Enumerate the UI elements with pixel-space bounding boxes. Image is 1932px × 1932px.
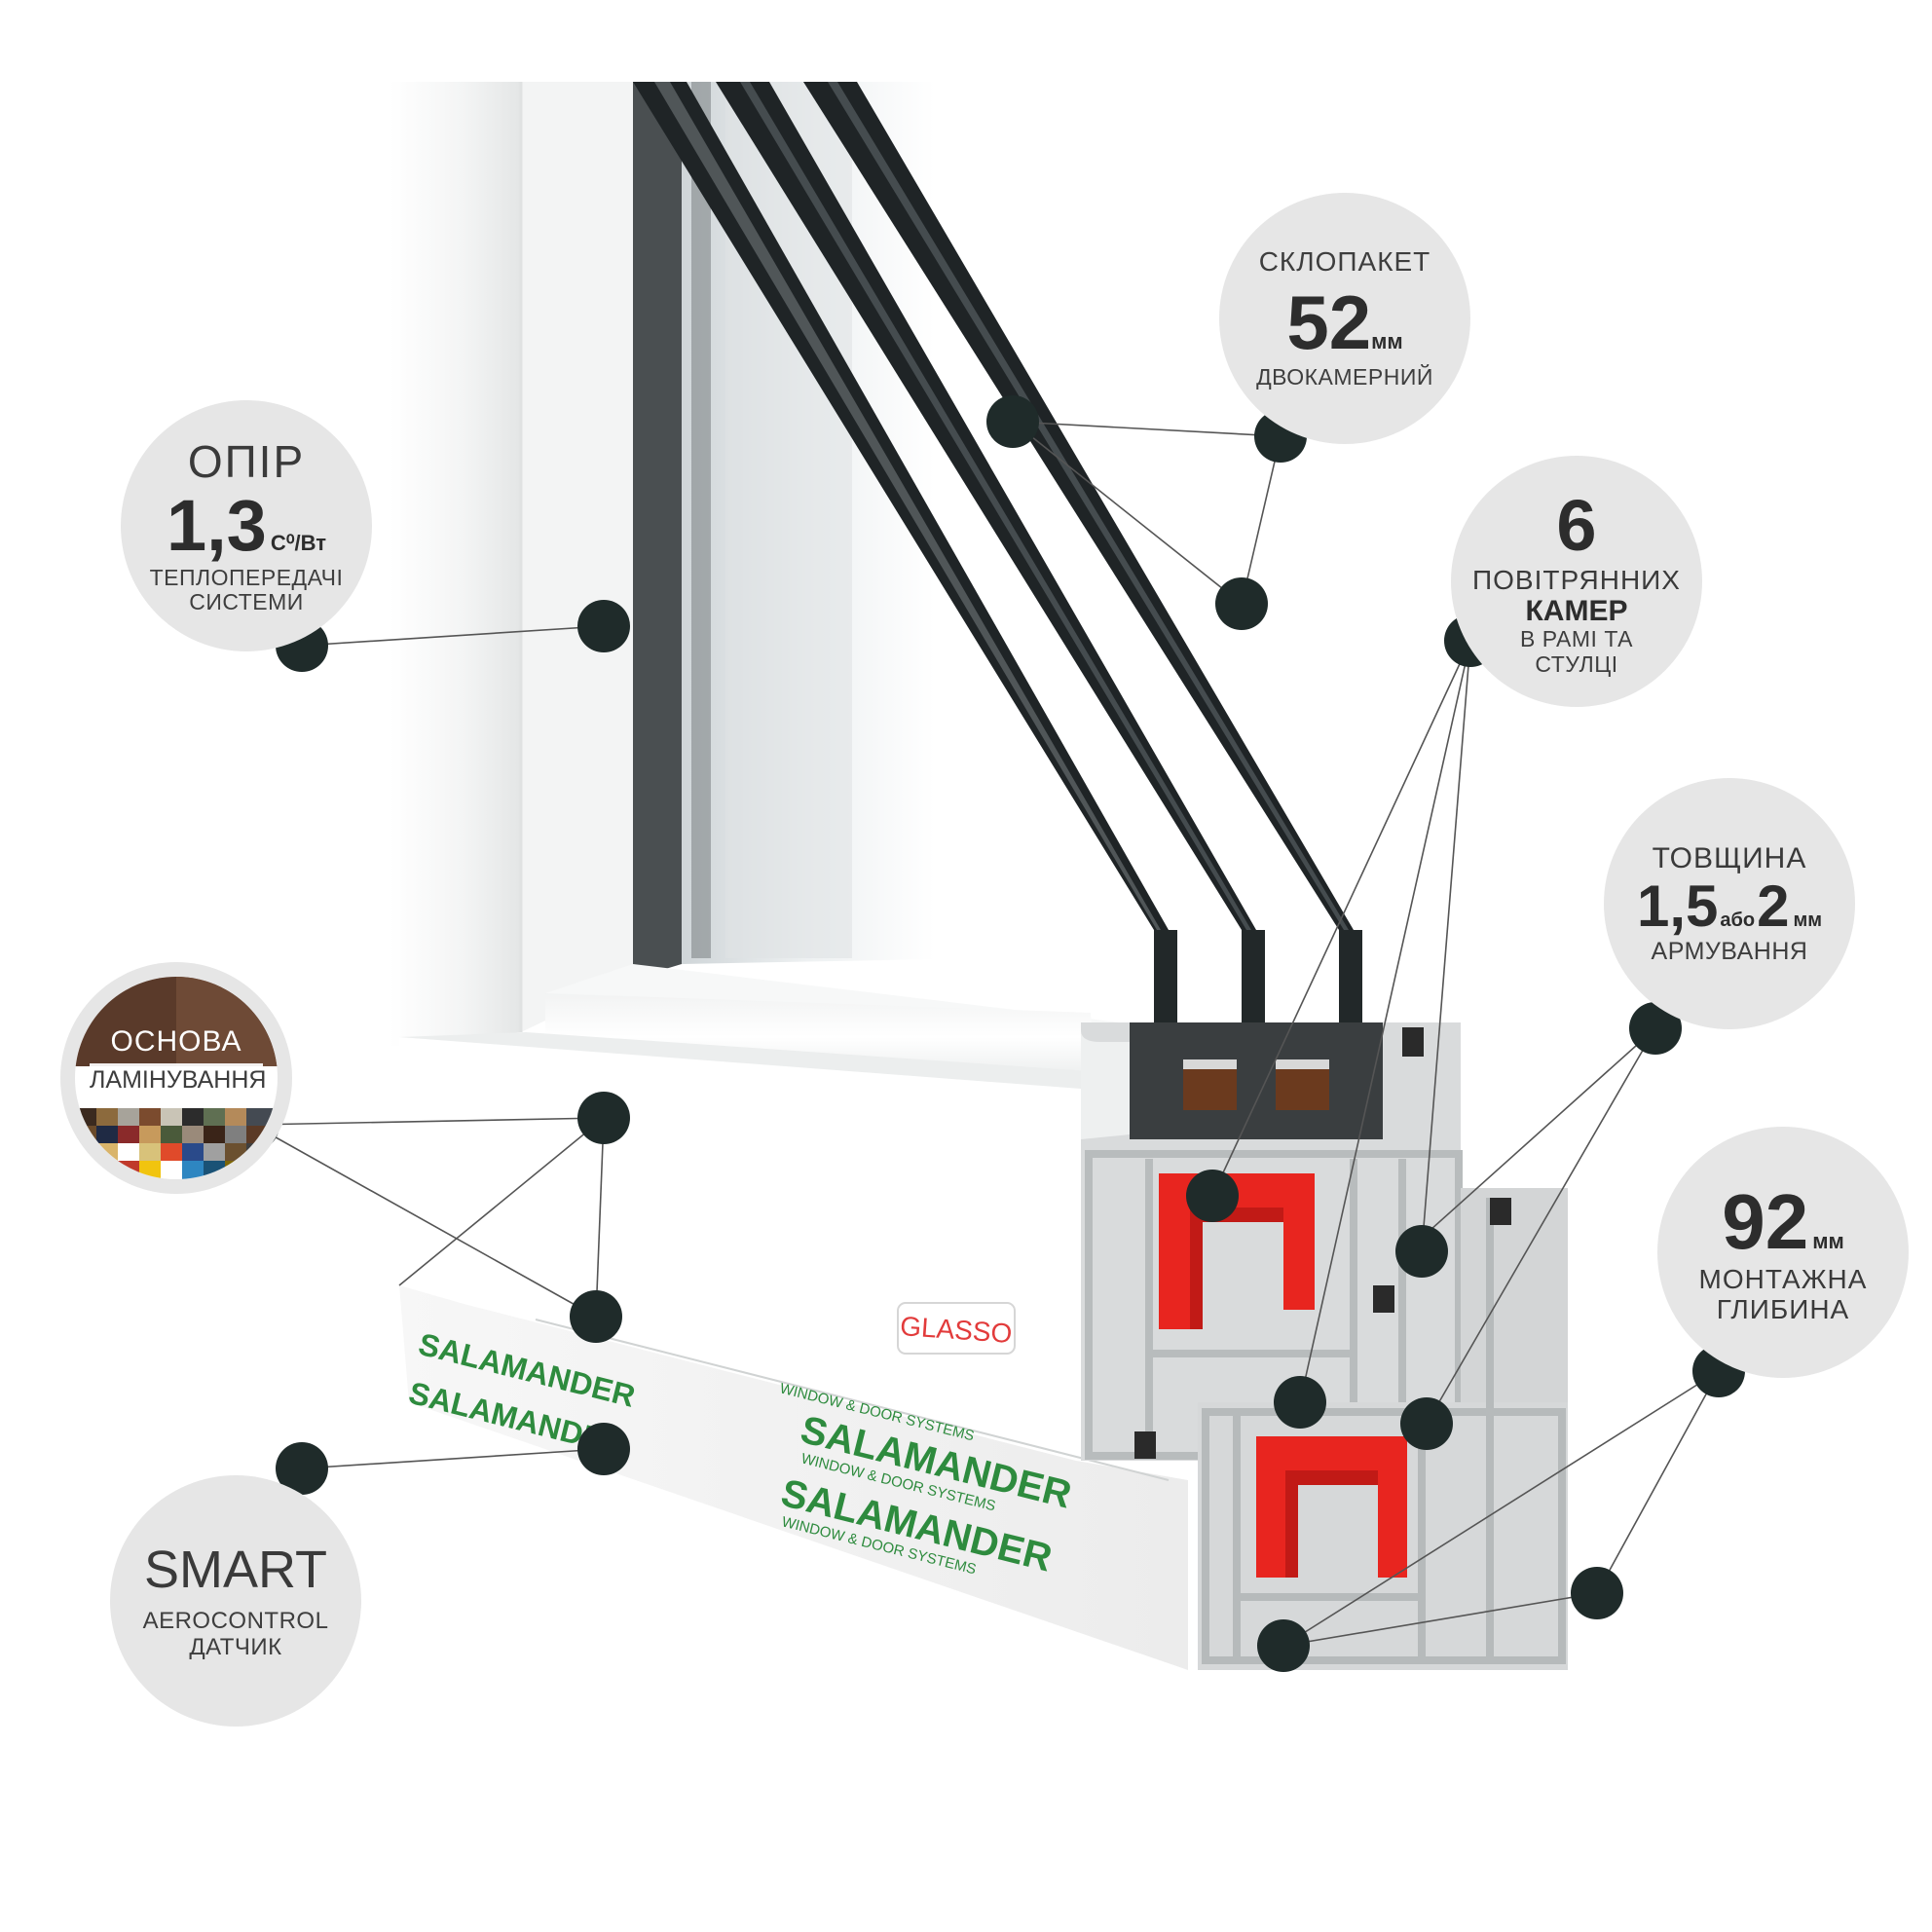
spacer-2-top	[1276, 1059, 1329, 1069]
chambers-line2: КАМЕР	[1525, 595, 1628, 628]
chambers-line4: СТУЛЦІ	[1535, 650, 1618, 677]
glazing-unit: мм	[1371, 328, 1403, 353]
marker-dot-icon	[986, 395, 1039, 448]
depth-value: 92	[1722, 1178, 1809, 1266]
reinforcement-value-1: 1,5	[1636, 873, 1719, 939]
lamination-line1: ОСНОВА	[110, 1025, 242, 1058]
resistance-unit: C⁰/Вт	[270, 531, 327, 556]
spacer-1-top	[1183, 1059, 1237, 1069]
bubble-smart: SMART AEROCONTROL ДАТЧИК	[110, 1475, 361, 1727]
marker-dot-icon	[1571, 1567, 1623, 1619]
glass-reflection	[691, 82, 711, 958]
resistance-caption-2: СИСТЕМИ	[189, 588, 304, 614]
sash-top-lip	[399, 1032, 1091, 1089]
depth-caption-1: МОНТАЖНА	[1698, 1264, 1868, 1295]
glazing-bead	[545, 993, 1096, 1081]
marker-dot-icon	[276, 1442, 328, 1495]
spacer-1	[1183, 1066, 1237, 1110]
chambers-line3: В РАМІ ТА	[1520, 626, 1633, 652]
smart-title: SMART	[143, 1540, 328, 1599]
resistance-title: ОПІР	[187, 435, 306, 487]
marker-dot-icon	[577, 600, 630, 652]
frame-profile-right	[1461, 1188, 1568, 1402]
seal-3	[1373, 1285, 1394, 1313]
bubble-glazing: СКЛОПАКЕТ 52мм ДВОКАМЕРНИЙ	[1219, 193, 1470, 444]
glazing-title: СКЛОПАКЕТ	[1258, 246, 1431, 278]
sash-reinforcement-shade	[1190, 1208, 1283, 1329]
glass-pane-1-clear	[654, 82, 1161, 930]
frame-reinforcement-shade	[1285, 1470, 1378, 1578]
glass-pane-3-edge	[828, 82, 1349, 930]
reinforcement-value-2: 2	[1757, 873, 1790, 939]
smart-line1: AEROCONTROL	[142, 1608, 329, 1635]
leader-lines	[252, 421, 1720, 1647]
marker-dot-icon	[577, 1092, 630, 1144]
marker-dot-icon	[1274, 1376, 1326, 1429]
marker-dot-icon	[577, 1423, 630, 1475]
glass-pane-1	[633, 82, 1169, 930]
marker-dot-icon	[1257, 1619, 1310, 1672]
reinforcement-title: ТОВЩИНА	[1652, 841, 1807, 874]
marker-dot-icon	[1395, 1225, 1448, 1278]
marker-dot-icon	[1629, 1002, 1682, 1055]
smart-line2: ДАТЧИК	[189, 1633, 282, 1660]
depth-caption-2: ГЛИБИНА	[1716, 1294, 1850, 1324]
resistance-caption-1: ТЕПЛОПЕРЕДАЧІ	[149, 564, 344, 590]
marker-dot-icon	[1400, 1397, 1453, 1450]
frame-reinforcement	[1256, 1436, 1407, 1578]
seal-4	[1134, 1431, 1156, 1459]
reinforcement-caption: АРМУВАННЯ	[1651, 937, 1808, 965]
bubble-chambers: 6 ПОВІТРЯННИХ КАМЕР В РАМІ ТА СТУЛЦІ	[1451, 456, 1702, 707]
chambers-value: 6	[1556, 485, 1597, 567]
bubble-lamination: ОСНОВА ЛАМІНУВАННЯ	[60, 962, 292, 1194]
glass-pane-2-edge	[740, 82, 1251, 930]
glass-seal	[1130, 1022, 1383, 1139]
marker-dot-icon	[570, 1290, 622, 1343]
glazing-value: 52	[1286, 279, 1372, 365]
depth-unit: мм	[1812, 1229, 1844, 1254]
foil-line-1	[535, 1319, 1170, 1481]
glass-end-2	[1242, 930, 1265, 1022]
spacer-2	[1276, 1066, 1329, 1110]
frame-foil	[399, 1285, 1188, 1670]
glazing-value-row: 52мм	[1286, 279, 1403, 365]
lamination-line2: ЛАМІНУВАННЯ	[90, 1063, 266, 1096]
glass-end-1	[1154, 930, 1177, 1022]
marker-dot-icon	[1186, 1170, 1239, 1222]
resistance-value: 1,3	[166, 485, 267, 567]
seal-1	[1402, 1027, 1424, 1057]
glass-rebate	[633, 82, 682, 979]
reinforcement-connector: або	[1720, 909, 1756, 931]
seal-2	[1490, 1198, 1511, 1225]
color-swatch-grid	[75, 1108, 278, 1179]
brand-badge	[897, 1302, 1016, 1355]
marker-dot-icon	[1215, 577, 1268, 630]
reinforcement-unit: мм	[1793, 909, 1823, 931]
glazing-caption: ДВОКАМЕРНИЙ	[1256, 363, 1433, 390]
chambers-line1: ПОВІТРЯННИХ	[1472, 564, 1681, 595]
frame-vertical-inner	[521, 82, 633, 1032]
lamination-text: ОСНОВА ЛАМІНУВАННЯ	[60, 1021, 292, 1096]
glass-end-3	[1339, 930, 1362, 1022]
sash-profile-outline	[1081, 1030, 1130, 1139]
frame-walls	[1202, 1198, 1566, 1664]
frame-vertical	[390, 82, 521, 1047]
